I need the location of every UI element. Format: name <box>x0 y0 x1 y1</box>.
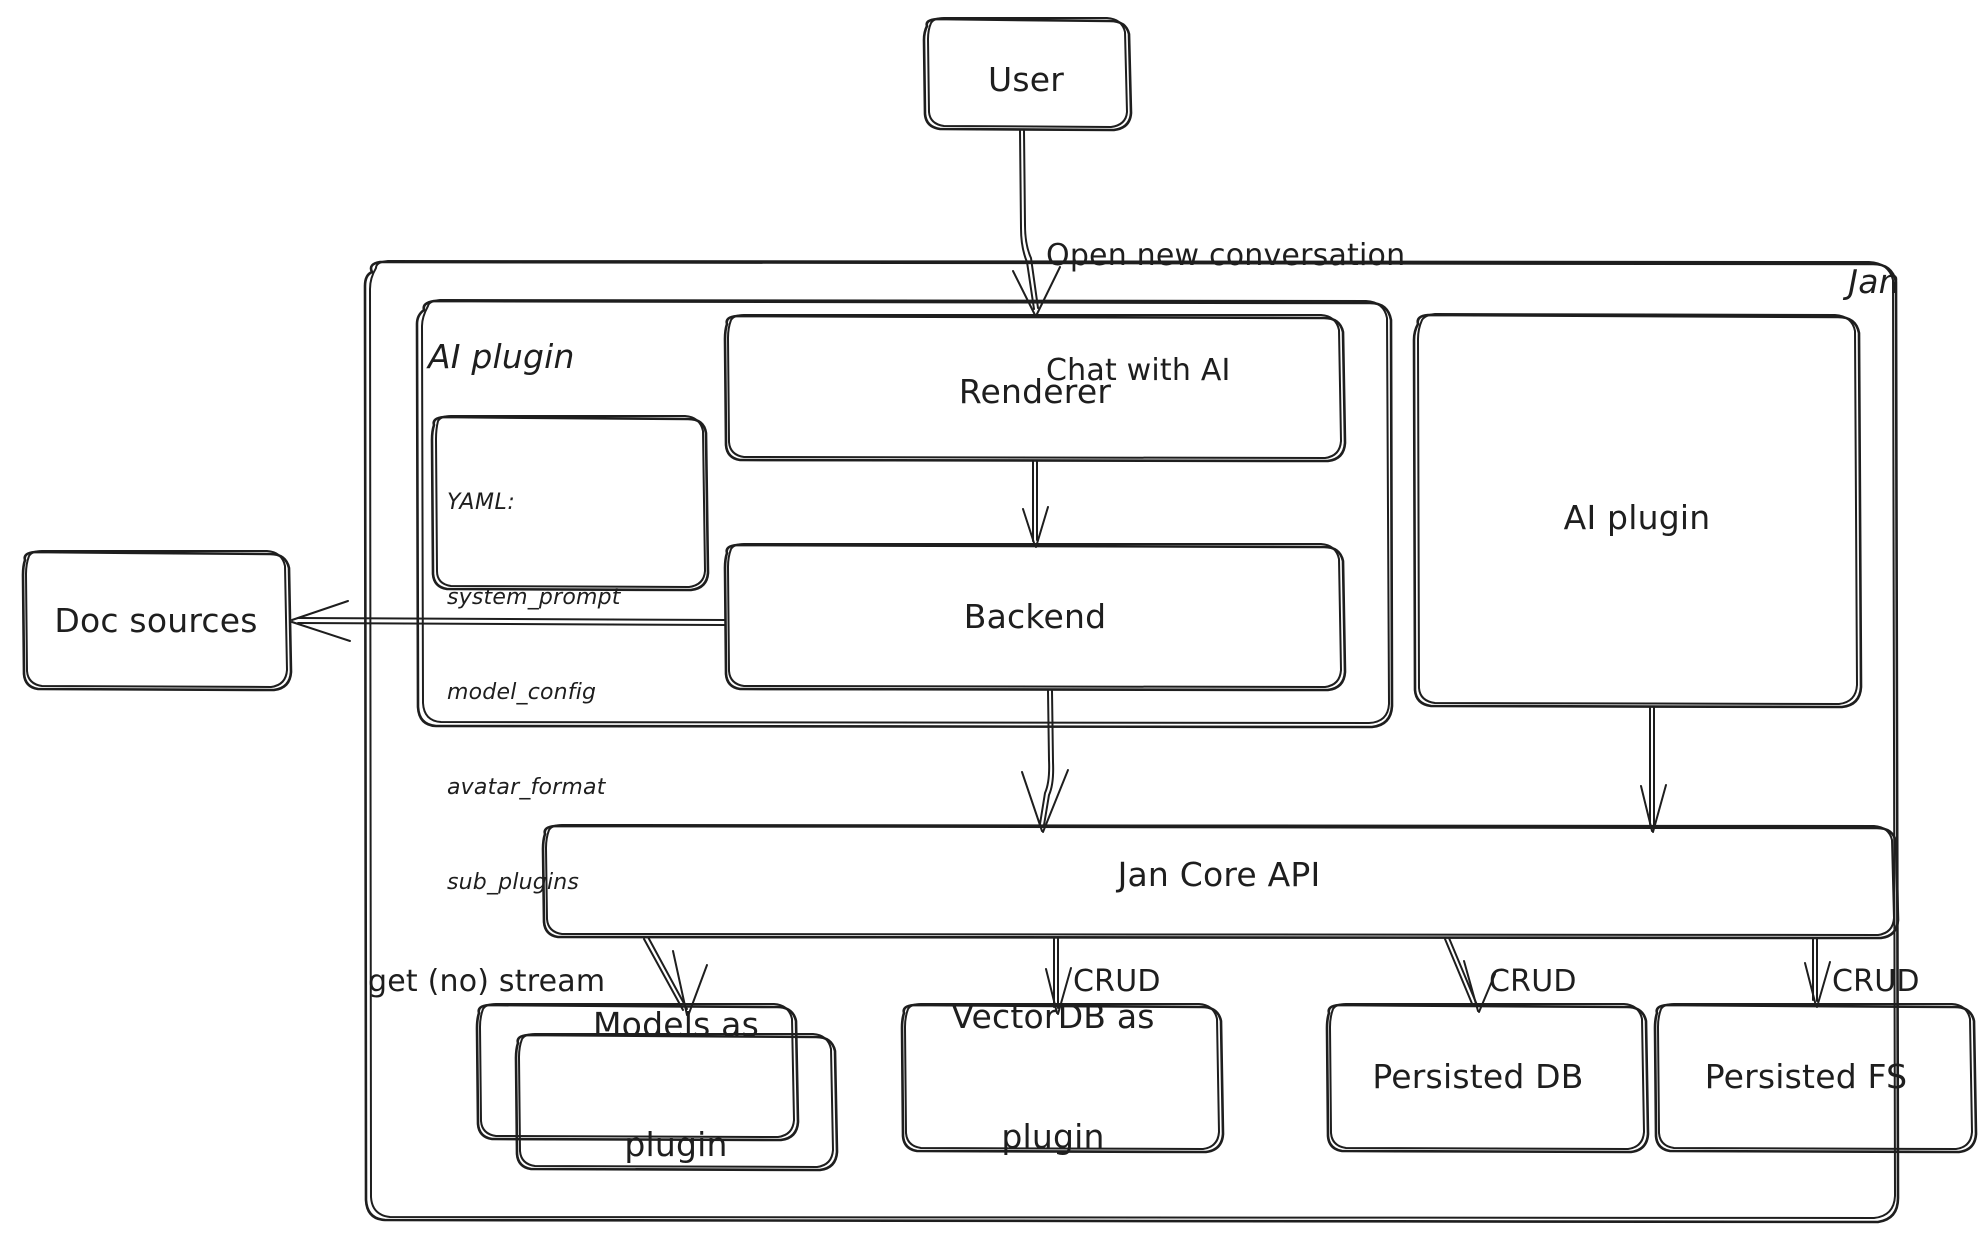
arrow-ai-plugin-to-core-api <box>1640 707 1667 833</box>
jan-container-shape <box>363 260 1900 1224</box>
ai-plugin-container-shape <box>415 299 1394 729</box>
arrow-renderer-to-backend <box>1022 460 1049 548</box>
yaml-key-avatar-format: avatar_format <box>447 775 606 801</box>
yaml-key-sub-plugins: sub_plugins <box>447 870 580 896</box>
persisted-fs-node-label: Persisted FS <box>1704 1056 1908 1096</box>
arrow-core-to-persisted-fs <box>1804 938 1831 1008</box>
models-as-plugin-node-label: Models as plugin <box>593 924 759 1246</box>
persisted-fs-box-shape <box>1653 1003 1978 1154</box>
edge-label-core-to-persisted-fs: CRUD <box>1832 964 1920 999</box>
persisted-db-box-shape <box>1325 1003 1650 1154</box>
edge-label-line-1: Open new conversation <box>1046 237 1406 273</box>
yaml-key-model-config: model_config <box>447 680 597 706</box>
arrow-user-to-renderer <box>1012 130 1061 317</box>
jan-core-api-box-shape <box>541 824 1900 940</box>
doc-sources-box-shape <box>21 550 293 692</box>
backend-node-label: Backend <box>963 596 1107 636</box>
ai-plugin-container-label: AI plugin <box>428 337 575 376</box>
ai-plugin-box-shape <box>1412 313 1863 709</box>
user-node-label: User <box>987 59 1065 99</box>
models-as-plugin-line-2: plugin <box>624 1125 728 1165</box>
user-box-shape <box>922 17 1133 132</box>
models-as-plugin-line-1: Models as <box>593 1004 759 1044</box>
renderer-box-shape <box>723 314 1347 463</box>
edge-label-core-to-models: get (no) stream <box>368 964 606 999</box>
edge-label-core-to-vectordb: CRUD <box>1073 964 1161 999</box>
arrow-backend-to-core-api <box>1021 690 1069 833</box>
jan-core-api-node-label: Jan Core API <box>1117 854 1321 894</box>
doc-sources-node-label: Doc sources <box>54 600 258 640</box>
renderer-node-label: Renderer <box>958 371 1112 411</box>
vectordb-as-plugin-line-2: plugin <box>1001 1117 1105 1157</box>
vectordb-as-plugin-node-label: VectorDB as plugin <box>951 916 1154 1238</box>
edge-label-line-2: Chat with AI <box>1046 352 1231 388</box>
jan-container-label: Jan <box>1848 261 1900 301</box>
backend-box-shape <box>723 543 1347 692</box>
edge-label-user-to-renderer: Open new conversation Chat with AI <box>1046 160 1405 467</box>
yaml-key-system-prompt: system_prompt <box>447 585 621 611</box>
persisted-db-node-label: Persisted DB <box>1372 1056 1584 1096</box>
models-as-plugin-box-shape <box>514 1033 839 1172</box>
ai-plugin-node-label: AI plugin <box>1563 497 1711 537</box>
arrow-core-to-persisted-db <box>1444 937 1496 1013</box>
vectordb-as-plugin-box-shape <box>900 1003 1225 1154</box>
vectordb-as-plugin-line-1: VectorDB as <box>951 996 1155 1036</box>
yaml-note-shape <box>430 415 710 592</box>
yaml-note-label: YAML: system_prompt model_config avatar_… <box>447 424 621 962</box>
edge-label-core-to-persisted-db: CRUD <box>1489 964 1577 999</box>
yaml-note-title: YAML: <box>447 490 516 516</box>
models-as-plugin-outer-shape <box>475 1003 800 1142</box>
arrow-backend-to-doc-sources <box>291 600 726 642</box>
